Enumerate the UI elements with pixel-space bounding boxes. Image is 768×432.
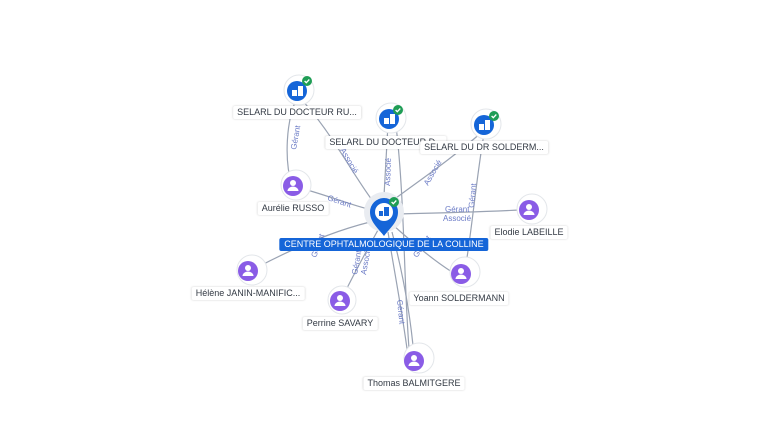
company-building-icon — [379, 207, 389, 216]
company-building-icon — [292, 86, 303, 96]
center-company-label[interactable]: CENTRE OPHTALMOLOGIQUE DE LA COLLINE — [279, 238, 489, 251]
center-company-node[interactable] — [364, 192, 404, 236]
person-icon — [408, 355, 420, 366]
company-building-icon — [479, 120, 490, 130]
edge-label-associe-selarl-ru: Associé — [338, 147, 360, 176]
person-node-yoann[interactable] — [449, 256, 481, 288]
company-label-selarl-d[interactable]: SELARL DU DOCTEUR D... — [325, 136, 447, 149]
verified-check-icon — [302, 76, 312, 86]
company-building-icon — [384, 114, 395, 124]
person-label-russo[interactable]: Aurélie RUSSO — [257, 202, 329, 215]
company-node-selarl-ru[interactable] — [283, 74, 315, 106]
verified-check-icon — [389, 197, 399, 207]
person-icon — [455, 268, 467, 279]
company-node-selarl-dr[interactable] — [470, 108, 502, 140]
edge-label-associe-selarl-d: Associé — [383, 157, 393, 186]
edge-label-gerant-savary: Gérant — [350, 249, 363, 275]
person-label-savary[interactable]: Perrine SAVARY — [302, 317, 378, 330]
person-icon — [242, 265, 254, 276]
company-node-selarl-d[interactable] — [375, 102, 407, 134]
edge-labeille-to-center — [397, 209, 521, 215]
person-node-balmitgere[interactable] — [403, 342, 435, 374]
edge-label-associe-labeille: Associé — [443, 214, 472, 223]
edge-label-gerant-selarl-dr: Gérant — [467, 182, 478, 208]
person-label-janin[interactable]: Hélène JANIN-MANIFIC... — [191, 287, 305, 300]
person-icon — [287, 180, 299, 191]
company-label-selarl-dr[interactable]: SELARL DU DR SOLDERM... — [420, 141, 548, 154]
person-label-labeille[interactable]: Elodie LABEILLE — [490, 226, 568, 239]
verified-check-icon — [489, 111, 499, 121]
edge-selarl-dr-to-center — [395, 131, 483, 199]
edge-label-gerant-russo-selarl: Gérant — [289, 124, 302, 150]
person-node-janin[interactable] — [236, 254, 268, 286]
person-node-savary[interactable] — [327, 285, 357, 315]
edge-label-gerant-russo-center: Gérant — [326, 193, 353, 209]
person-node-russo[interactable] — [280, 169, 312, 201]
edge-label-gerant-balmitgere: Gérant — [395, 299, 407, 325]
person-label-yoann[interactable]: Yoann SOLDERMANN — [409, 292, 509, 305]
edge-label-associe-selarl-dr: Associé — [422, 158, 444, 187]
person-icon — [523, 204, 535, 215]
verified-check-icon — [393, 105, 403, 115]
person-icon — [334, 295, 346, 306]
edge-label-gerant-labeille: Gérant — [445, 205, 470, 214]
person-label-balmitgere[interactable]: Thomas BALMITGERE — [363, 377, 465, 390]
company-label-selarl-ru[interactable]: SELARL DU DOCTEUR RU... — [233, 106, 361, 119]
person-node-labeille[interactable] — [516, 193, 548, 225]
